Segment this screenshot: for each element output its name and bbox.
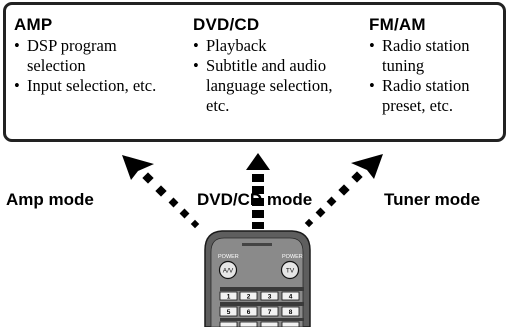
key-6[interactable] — [239, 306, 258, 317]
list-item: •Radio station tuning — [369, 36, 470, 75]
svg-text:5: 5 — [227, 309, 231, 316]
svg-text:2: 2 — [247, 294, 251, 301]
power-right-label: POWER — [282, 254, 303, 260]
power-av-icon: A/V — [223, 268, 234, 275]
svg-text:1: 1 — [227, 294, 231, 301]
column-fm-am: FM/AM •Radio station tuning •Radio stati… — [369, 15, 502, 116]
column-amp: AMP •DSP program selection •Input select… — [14, 15, 167, 96]
column-title-fm-am: FM/AM — [369, 15, 426, 34]
list-item: •Playback — [193, 36, 267, 55]
key-8[interactable] — [281, 306, 300, 317]
arrow-dvd-cd-mode — [246, 153, 270, 229]
column-title-amp: AMP — [14, 15, 53, 34]
label-dvd-cd-mode: DVD/CD mode — [197, 190, 313, 209]
power-left-label: POWER — [218, 254, 239, 260]
column-title-dvd-cd: DVD/CD — [193, 15, 260, 34]
key-3[interactable] — [260, 291, 279, 301]
key-7[interactable] — [260, 306, 279, 317]
key-5[interactable] — [219, 306, 238, 317]
svg-text:6: 6 — [247, 309, 251, 316]
key-2[interactable] — [239, 291, 258, 301]
column-dvd-cd: DVD/CD •Playback •Subtitle and audio lan… — [193, 15, 346, 116]
svg-text:4: 4 — [289, 294, 293, 301]
label-amp-mode: Amp mode — [6, 190, 94, 209]
key-1[interactable] — [219, 291, 238, 301]
mode-functions-panel: AMP •DSP program selection •Input select… — [3, 2, 506, 142]
svg-text:8: 8 — [289, 309, 293, 316]
power-tv-icon: TV — [286, 268, 295, 275]
arrow-tuner-mode — [304, 154, 383, 228]
arrow-amp-mode — [122, 155, 200, 229]
remote-control: POWER POWER A/V TV 1 2 3 4 5 6 7 8 — [204, 230, 311, 327]
svg-text:3: 3 — [268, 294, 272, 301]
list-item: •Subtitle and audio language selection, … — [193, 56, 333, 115]
remote-brand-strip — [242, 243, 272, 246]
power-av-button[interactable] — [218, 260, 238, 280]
list-item: •DSP program selection — [14, 36, 117, 75]
svg-text:7: 7 — [268, 309, 272, 316]
list-item: •Radio station preset, etc. — [369, 76, 470, 115]
power-tv-button[interactable] — [280, 260, 300, 280]
key-4[interactable] — [281, 291, 300, 301]
list-item: •Input selection, etc. — [14, 76, 157, 95]
label-tuner-mode: Tuner mode — [384, 190, 481, 209]
